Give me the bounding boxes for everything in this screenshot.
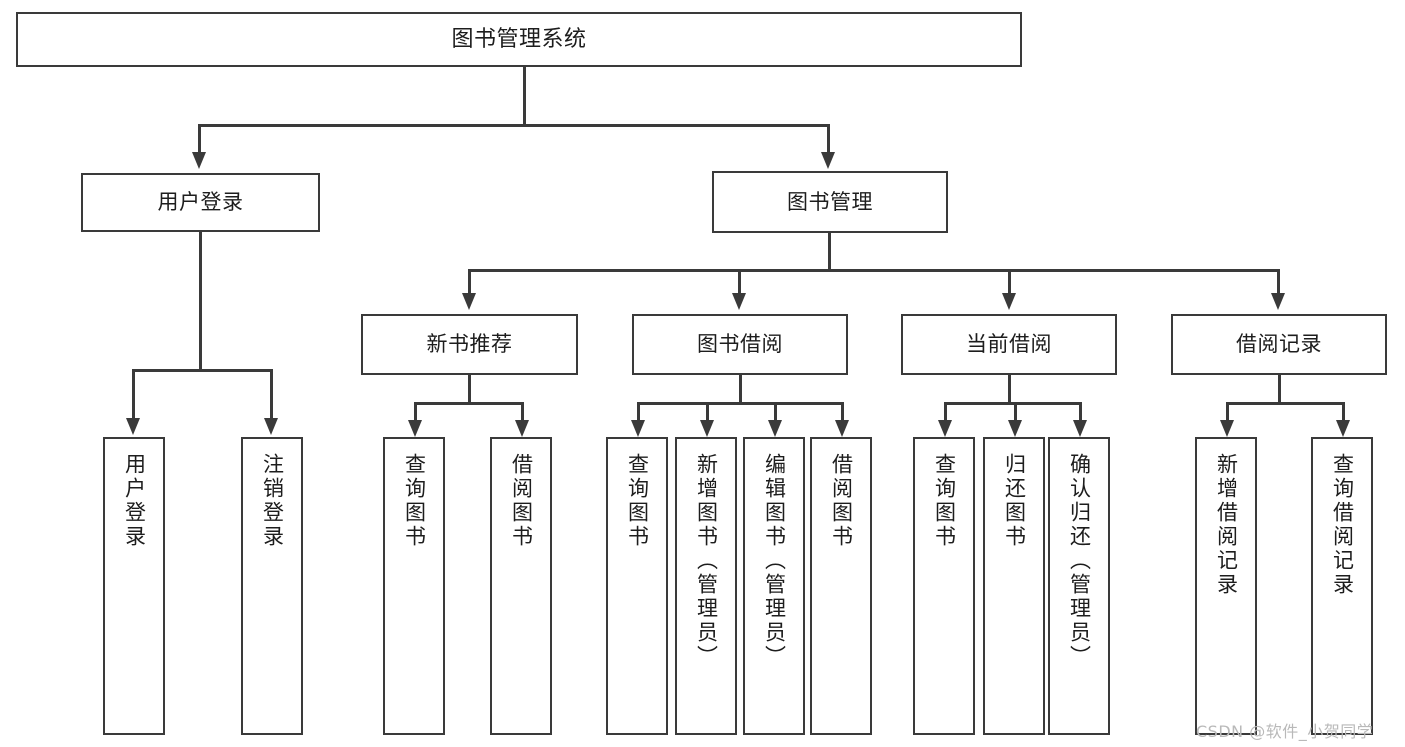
node-leaf-borrow-book-2-label: 借阅图书 [829, 453, 854, 549]
edge-book-borrow-to-leaf3 [774, 402, 777, 420]
node-leaf-add-book[interactable]: 新增图书（管理员） [675, 437, 737, 735]
arrow-user-login-to-leaf1 [126, 418, 140, 435]
node-user-login-label: 用户登录 [157, 190, 244, 215]
arrow-book-borrow-to-leaf2 [700, 420, 714, 437]
edge-borrow-record-to-leaf2 [1342, 402, 1345, 420]
node-leaf-add-record[interactable]: 新增借阅记录 [1195, 437, 1257, 735]
edge-new-book-to-leaf1 [414, 402, 417, 420]
arrow-book-borrow-to-leaf3 [768, 420, 782, 437]
node-leaf-confirm-return-label: 确认归还（管理员） [1067, 453, 1092, 669]
node-leaf-query-book-2[interactable]: 查询图书 [606, 437, 668, 735]
arrow-book-manage-to-c3 [1002, 293, 1016, 310]
edge-book-borrow-to-leaf2 [706, 402, 709, 420]
node-root[interactable]: 图书管理系统 [16, 12, 1022, 67]
edge-current-borrow-to-leaf3 [1079, 402, 1082, 420]
edge-book-manage-to-c3 [1008, 269, 1011, 293]
node-leaf-query-book-2-label: 查询图书 [625, 453, 650, 549]
edge-current-borrow-distributor [944, 402, 1081, 405]
arrow-user-login-to-leaf2 [264, 418, 278, 435]
node-user-login[interactable]: 用户登录 [81, 173, 320, 232]
node-leaf-query-book-3[interactable]: 查询图书 [913, 437, 975, 735]
node-leaf-logout-login[interactable]: 注销登录 [241, 437, 303, 735]
arrow-book-borrow-to-leaf4 [835, 420, 849, 437]
edge-root-stem [523, 67, 526, 126]
node-leaf-query-book-3-label: 查询图书 [932, 453, 957, 549]
arrow-current-borrow-to-leaf2 [1008, 420, 1022, 437]
arrow-current-borrow-to-leaf3 [1073, 420, 1087, 437]
node-book-borrow-label: 图书借阅 [697, 332, 783, 357]
edge-new-book-distributor [414, 402, 524, 405]
arrow-book-borrow-to-leaf1 [631, 420, 645, 437]
arrow-book-manage-to-c1 [462, 293, 476, 310]
node-leaf-edit-book-label: 编辑图书（管理员） [762, 453, 787, 669]
edge-new-book-to-leaf2 [521, 402, 524, 420]
node-leaf-logout-login-label: 注销登录 [260, 453, 285, 549]
edge-user-login-to-leaf1 [132, 369, 135, 418]
arrow-new-book-to-leaf2 [515, 420, 529, 437]
edge-user-login-distributor [132, 369, 271, 372]
edge-user-login-to-leaf2 [270, 369, 273, 418]
arrow-book-manage-to-c2 [732, 293, 746, 310]
node-root-label: 图书管理系统 [451, 26, 587, 52]
edge-borrow-record-to-leaf1 [1226, 402, 1229, 420]
node-leaf-query-record[interactable]: 查询借阅记录 [1311, 437, 1373, 735]
node-leaf-query-book-1[interactable]: 查询图书 [383, 437, 445, 735]
edge-book-borrow-to-leaf1 [637, 402, 640, 420]
csdn-watermark: CSDN @软件_小贺同学 [1196, 722, 1374, 741]
edge-current-borrow-to-leaf2 [1014, 402, 1017, 420]
node-leaf-user-login-label: 用户登录 [122, 453, 147, 549]
node-new-book-recommend-label: 新书推荐 [426, 332, 513, 357]
node-book-manage-label: 图书管理 [787, 189, 873, 214]
edge-book-borrow-stem [739, 375, 742, 404]
edge-book-manage-to-c2 [738, 269, 741, 293]
edge-book-manage-stem [828, 233, 831, 272]
node-current-borrow-label: 当前借阅 [966, 332, 1052, 357]
edge-current-borrow-to-leaf1 [944, 402, 947, 420]
arrow-root-to-book-manage [821, 152, 835, 169]
edge-root-distributor [198, 124, 830, 127]
edge-new-book-stem [468, 375, 471, 404]
arrow-new-book-to-leaf1 [408, 420, 422, 437]
node-leaf-confirm-return[interactable]: 确认归还（管理员） [1048, 437, 1110, 735]
edge-root-to-user-login [198, 124, 201, 152]
node-leaf-borrow-book-1-label: 借阅图书 [509, 453, 534, 549]
edge-book-borrow-to-leaf4 [841, 402, 844, 420]
node-book-borrow[interactable]: 图书借阅 [632, 314, 848, 375]
arrow-book-manage-to-c4 [1271, 293, 1285, 310]
edge-book-manage-to-c4 [1277, 269, 1280, 293]
edge-book-borrow-distributor [637, 402, 843, 405]
node-new-book-recommend[interactable]: 新书推荐 [361, 314, 578, 375]
node-leaf-user-login[interactable]: 用户登录 [103, 437, 165, 735]
node-borrow-record-label: 借阅记录 [1236, 332, 1322, 357]
node-leaf-query-book-1-label: 查询图书 [402, 453, 427, 549]
node-leaf-borrow-book-2[interactable]: 借阅图书 [810, 437, 872, 735]
node-leaf-add-book-label: 新增图书（管理员） [694, 453, 719, 669]
node-borrow-record[interactable]: 借阅记录 [1171, 314, 1387, 375]
arrow-borrow-record-to-leaf2 [1336, 420, 1350, 437]
node-book-manage[interactable]: 图书管理 [712, 171, 948, 233]
node-current-borrow[interactable]: 当前借阅 [901, 314, 1117, 375]
arrow-borrow-record-to-leaf1 [1220, 420, 1234, 437]
node-leaf-return-book-label: 归还图书 [1002, 453, 1027, 549]
edge-user-login-stem [199, 232, 202, 371]
edge-current-borrow-stem [1008, 375, 1011, 404]
edge-borrow-record-stem [1278, 375, 1281, 404]
node-leaf-query-record-label: 查询借阅记录 [1330, 453, 1355, 597]
arrow-root-to-user-login [192, 152, 206, 169]
node-leaf-add-record-label: 新增借阅记录 [1214, 453, 1239, 597]
node-leaf-return-book[interactable]: 归还图书 [983, 437, 1045, 735]
node-leaf-edit-book[interactable]: 编辑图书（管理员） [743, 437, 805, 735]
edge-borrow-record-distributor [1226, 402, 1342, 405]
arrow-current-borrow-to-leaf1 [938, 420, 952, 437]
edge-root-to-book-manage [827, 124, 830, 152]
edge-book-manage-distributor [468, 269, 1279, 272]
node-leaf-borrow-book-1[interactable]: 借阅图书 [490, 437, 552, 735]
edge-book-manage-to-c1 [468, 269, 471, 293]
